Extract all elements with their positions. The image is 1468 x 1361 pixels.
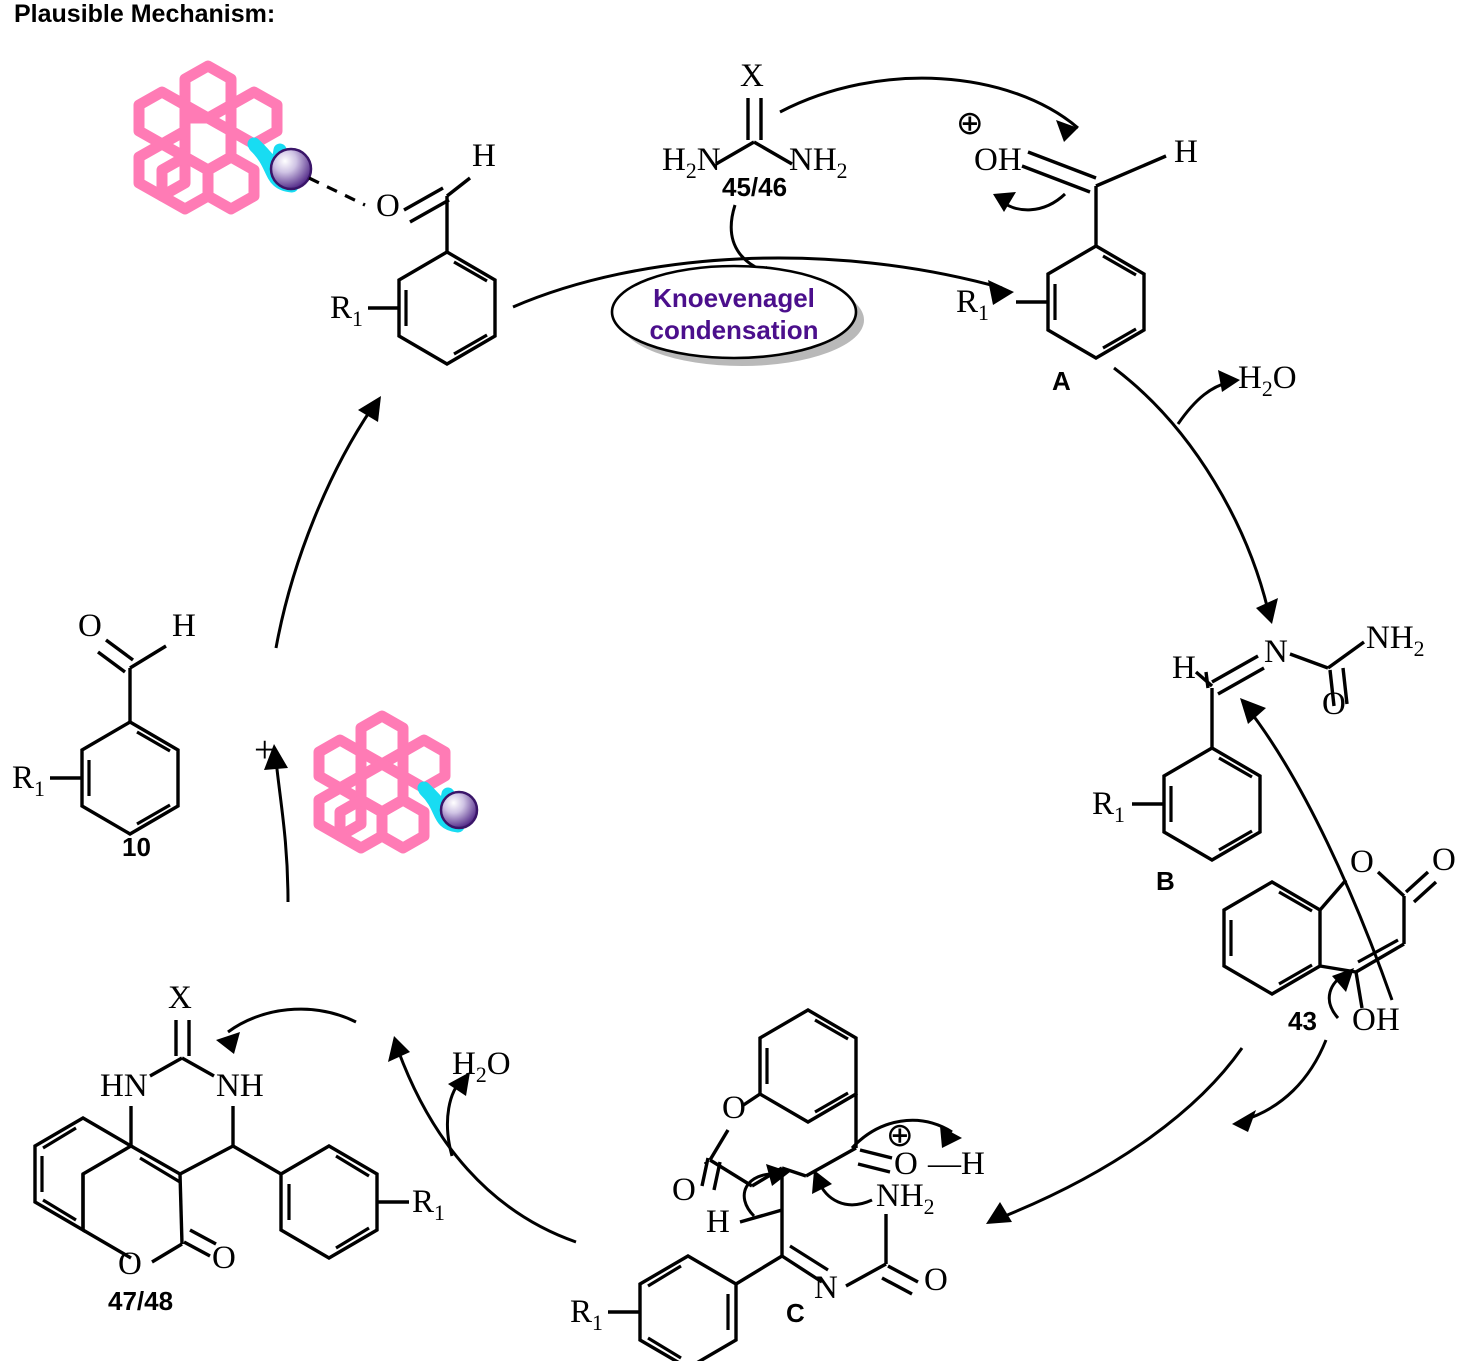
- step-label-line2: condensation: [649, 315, 818, 345]
- atom-label-X: X: [740, 58, 764, 94]
- atom-label-O-ring-43: O: [1350, 844, 1374, 880]
- byproduct-water-left: H2O: [452, 1046, 511, 1087]
- atom-label-N-C: N: [814, 1270, 838, 1306]
- atom-label-H2N: H2N: [662, 142, 721, 183]
- atom-label-NH2-C: NH2: [876, 1178, 935, 1219]
- arrowhead-water-left: [448, 1072, 470, 1096]
- substituent-label-R1: R1: [330, 290, 363, 331]
- atom-label-NH-product: NH: [216, 1068, 264, 1104]
- substituent-label-R1-B: R1: [1092, 786, 1125, 827]
- atom-label-H-oxocarbenium-C: —H: [927, 1146, 985, 1182]
- electron-arrow-to-product: [227, 1007, 357, 1034]
- arrowhead-cycle-3: [986, 1202, 1012, 1224]
- benzo-ring-43: [1222, 880, 1322, 996]
- step-label-line1: Knoevenagel: [653, 283, 815, 313]
- atom-label-X-product: X: [168, 980, 192, 1016]
- arrowhead-to-product: [216, 1032, 240, 1054]
- atom-label-O-10: O: [78, 608, 102, 644]
- benzene-ring-A: [1046, 244, 1146, 360]
- catalyst-metal-sphere: [269, 147, 313, 191]
- catalyst-metal-sphere-2: [439, 790, 479, 830]
- byproduct-water-right: H2O: [1238, 360, 1297, 401]
- compound-label-A: A: [1052, 366, 1071, 396]
- arrow-43-into-cycle: [1243, 1039, 1328, 1122]
- cycle-arrow-B-to-C: [999, 1047, 1244, 1220]
- arrowhead-electron-A: [993, 192, 1016, 212]
- product-47-48: X HN NH O: [33, 980, 445, 1316]
- benzene-ring-10: [80, 720, 180, 836]
- atom-label-O-oxocarbenium-C: O: [894, 1146, 918, 1182]
- atom-label-H-A: H: [1174, 134, 1198, 170]
- cycle-arrow-product-to-start: [274, 759, 290, 903]
- benzene-ring-product-aryl: [279, 1144, 379, 1260]
- arrowhead-C-internal: [766, 1164, 790, 1186]
- atom-label-OH-43: OH: [1352, 1002, 1400, 1038]
- atom-label-NH2: NH2: [789, 142, 848, 183]
- atom-label-O-carbonyl-43: O: [1432, 842, 1456, 878]
- atom-label-O: O: [376, 188, 400, 224]
- atom-label-H-C4: H: [706, 1204, 730, 1240]
- compound-label-10: 10: [122, 832, 151, 862]
- atom-label-O-ring-product: O: [118, 1246, 142, 1282]
- catalyst-complex-top: O H R1: [133, 60, 497, 366]
- coordination-dashed-bond: [308, 176, 366, 207]
- benzene-ring-C-aryl: [638, 1254, 738, 1361]
- charge-label-plus-A: ⊕: [956, 106, 984, 142]
- arrowhead-NH2-C: [812, 1170, 832, 1194]
- compound-label-47-48: 47/48: [108, 1286, 173, 1316]
- atom-label-H-B: H: [1172, 650, 1196, 686]
- benzo-ring-C: [758, 1008, 858, 1124]
- cycle-arrow-start-to-complex: [274, 407, 374, 649]
- benzene-ring-B: [1162, 746, 1262, 862]
- atom-label-H: H: [472, 138, 496, 174]
- atom-label-O-ring-C: O: [722, 1090, 746, 1126]
- urea-thiourea-reagent: X H2N NH2 45/46: [662, 58, 848, 202]
- atom-label-OH-A: OH: [974, 142, 1022, 178]
- arrowhead-coumarin-to-B: [1240, 698, 1266, 724]
- graphene-sheet-icon: [133, 60, 283, 215]
- intermediate-B: N NH2 H O R1: [1092, 620, 1425, 896]
- substituent-label-R1-A: R1: [956, 284, 989, 325]
- arrowhead-cycle-4: [388, 1036, 410, 1062]
- hydroxycoumarin-43: O O OH 43: [1222, 842, 1456, 1038]
- compound-label-43: 43: [1288, 1006, 1317, 1036]
- substituent-label-R1-10: R1: [12, 760, 45, 801]
- substituent-label-R1-C: R1: [570, 1294, 603, 1335]
- atom-label-O-carbonyl-product: O: [212, 1240, 236, 1276]
- plus-sign-reagents: +: [254, 729, 275, 771]
- compound-label-B: B: [1156, 866, 1175, 896]
- page-title: Plausible Mechanism:: [14, 0, 276, 28]
- electron-arrow-C-out: [850, 1118, 953, 1150]
- arrowhead-cycle-6: [358, 396, 381, 422]
- arrowhead-cycle-5: [264, 744, 288, 770]
- cycle-arrow-A-to-B: [1113, 366, 1270, 611]
- intermediate-C: O O O —H ⊕ H: [570, 1008, 985, 1361]
- arrowhead-OH-43: [1332, 968, 1354, 992]
- atom-label-NH2-B: NH2: [1366, 620, 1425, 661]
- aldehyde-10: O H R1 10: [12, 608, 196, 862]
- cycle-arrow-aldehyde-to-A: [512, 256, 1003, 309]
- arrowhead-cycle-1: [988, 280, 1014, 305]
- arrowhead-cycle-2: [1256, 598, 1278, 624]
- arrowhead-urea-to-A: [1056, 120, 1078, 142]
- electron-arrow-urea-to-A: [779, 76, 1079, 130]
- compound-label-C: C: [786, 1298, 805, 1328]
- arrowhead-C-out: [940, 1126, 962, 1148]
- arrowhead-water-right: [1218, 370, 1240, 392]
- compound-label-45-46: 45/46: [722, 172, 787, 202]
- arrowhead-43-cycle: [1232, 1110, 1256, 1132]
- atom-label-N-B: N: [1264, 634, 1288, 670]
- free-catalyst: [313, 710, 479, 854]
- substituent-label-R1-product: R1: [412, 1184, 445, 1225]
- cycle-arrow-C-to-product: [396, 1049, 577, 1244]
- atom-label-H-10: H: [172, 608, 196, 644]
- step-label-ellipse: [610, 264, 858, 360]
- benzene-ring-top: [397, 250, 497, 366]
- atom-label-O-carbonyl-C: O: [672, 1172, 696, 1208]
- intermediate-A: ⊕ OH H R1 A: [956, 106, 1198, 396]
- atom-label-O-amide-C: O: [924, 1262, 948, 1298]
- atom-label-HN-product: HN: [100, 1068, 148, 1104]
